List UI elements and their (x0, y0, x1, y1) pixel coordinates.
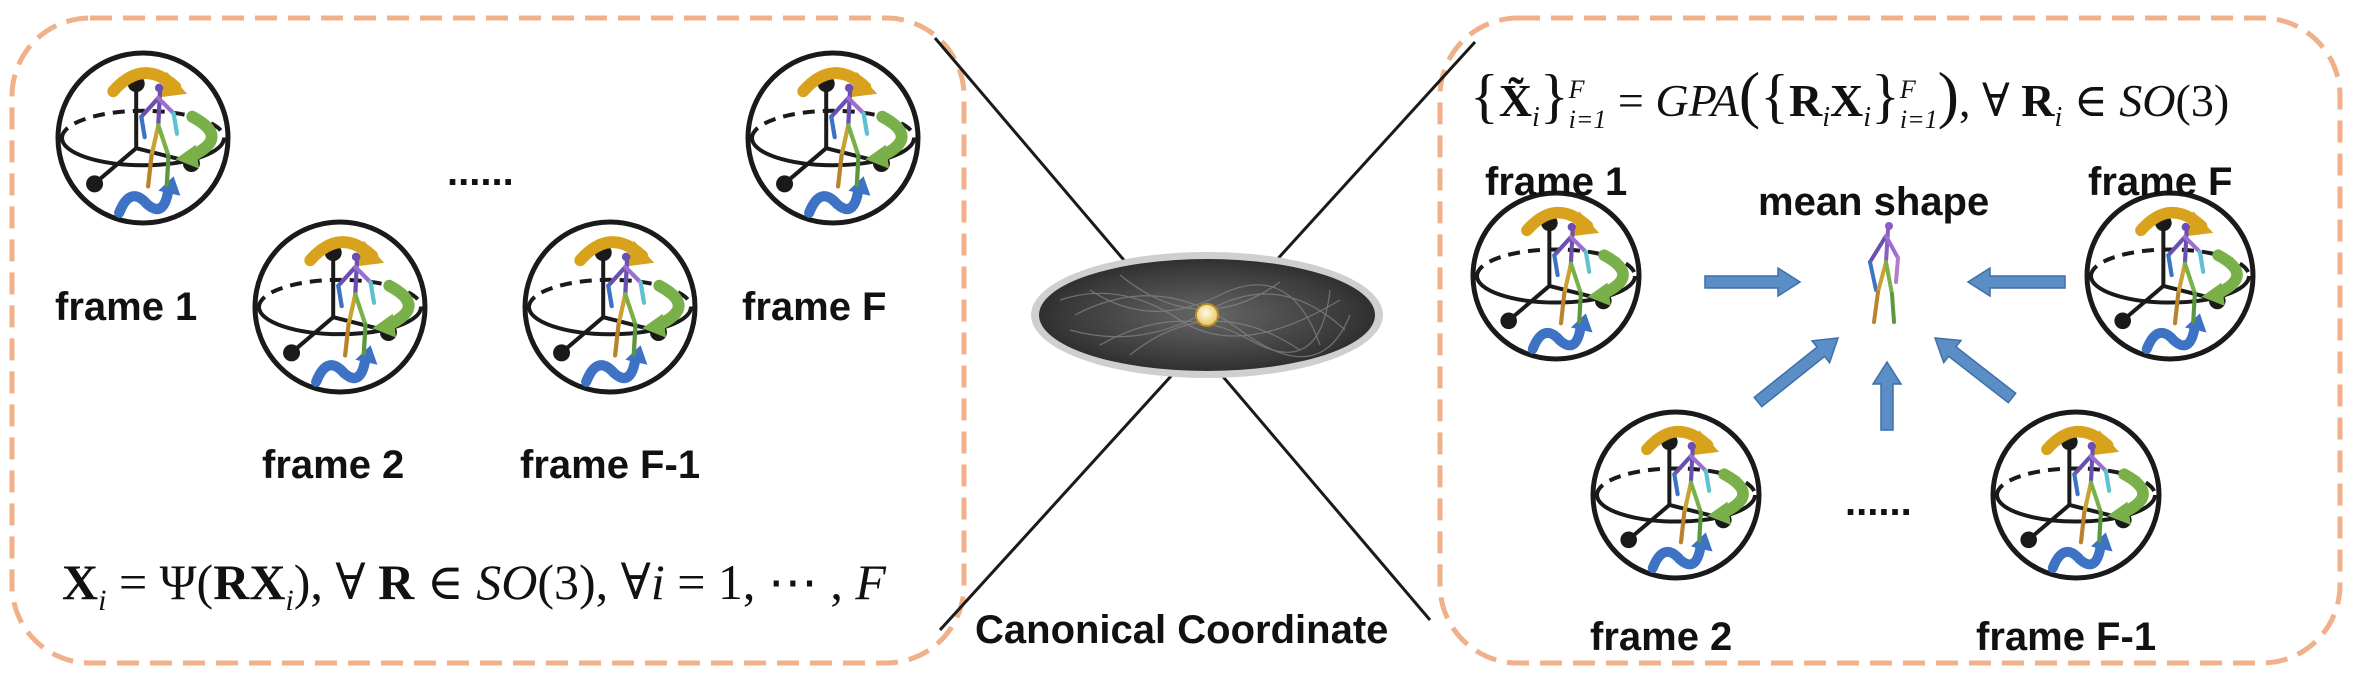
right-label-frame-1: frame 1 (1485, 160, 1628, 204)
left-panel (9, 15, 967, 666)
rf-so: SO (2119, 75, 2176, 126)
formula-in: ∈ (414, 554, 477, 610)
mean-shape-arrows (1704, 266, 2066, 431)
right-sphere-frame-F (2084, 190, 2256, 362)
arrow-from-frame-F-1 (1933, 337, 2017, 404)
left-sphere-frame-1 (55, 50, 231, 226)
formula-so: SO (476, 554, 538, 610)
rf-brace2-close: } (1871, 63, 1900, 129)
formula-r-symbol: R (213, 554, 250, 610)
formula-psi: = Ψ( (106, 554, 214, 610)
formula-x-symbol: X (62, 554, 99, 610)
left-label-frame-F: frame F (742, 285, 887, 329)
rf-in: ∈ (2062, 75, 2120, 126)
rf-three: (3) (2175, 75, 2230, 126)
rf-paren-open: ( (1738, 59, 1761, 130)
left-dots: ...... (447, 150, 514, 194)
formula-r2-symbol: R (378, 554, 415, 610)
canonical-coordinate-label: Canonical Coordinate (975, 608, 1389, 652)
canonical-ellipse (1031, 252, 1383, 378)
left-label-frame-2: frame 2 (262, 443, 405, 487)
arrow-from-frame-1 (1704, 266, 1802, 298)
left-sphere-frame-F (745, 50, 921, 226)
rf-r: R (1789, 75, 1823, 126)
rf-sup-F2: F (1899, 75, 1916, 105)
mean-shape-skeleton (1868, 222, 1900, 324)
rf-eq: = (1606, 75, 1656, 126)
formula-x2-symbol: X (249, 554, 286, 610)
right-sphere-frame-2 (1590, 409, 1762, 581)
canonical-origin-dot (1195, 303, 1219, 327)
formula-F: F (855, 554, 886, 610)
right-sphere-frame-1 (1470, 190, 1642, 362)
left-label-frame-1: frame 1 (55, 285, 198, 329)
rf-range2: i=1 (1899, 105, 1938, 135)
arrow-from-frame-2 (1753, 337, 1840, 408)
rf-range: i=1 (1568, 105, 1607, 135)
right-label-frame-2: frame 2 (1590, 615, 1733, 659)
mean-shape-label: mean shape (1758, 180, 1990, 224)
rf-brace-open: { (1470, 63, 1499, 129)
formula-x2-subscript: i (285, 584, 294, 617)
arrow-from-frame-F (1966, 266, 2066, 298)
rf-x2-sub: i (1863, 102, 1872, 134)
formula-tail: = 1, ⋯ , (664, 554, 856, 610)
right-dots: ...... (1845, 480, 1912, 524)
formula-rest: (3), ∀ (537, 554, 651, 610)
rf-brace2-open: { (1760, 63, 1789, 129)
formula-x-subscript: i (98, 584, 107, 617)
right-panel (1437, 15, 2343, 666)
rf-r3: R (2021, 75, 2055, 126)
left-sphere-frame-F-1 (522, 219, 698, 395)
formula-forall: ), ∀ (293, 554, 379, 610)
rf-x2: X (1830, 75, 1864, 126)
rf-x-tilde: X̃ (1498, 75, 1533, 126)
left-formula: Xi = Ψ(RXi), ∀ R ∈ SO(3), ∀i = 1, ⋯ , F (62, 553, 886, 618)
rf-x-sub: i (1532, 102, 1540, 134)
rf-brace-close: } (1539, 63, 1569, 129)
left-sphere-frame-2 (252, 219, 428, 395)
rf-paren-close: ) (1937, 59, 1959, 130)
rf-forall: , ∀ (1958, 75, 2022, 126)
arrow-from-middle (1871, 360, 1903, 431)
right-label-frame-F-1: frame F-1 (1976, 615, 2157, 659)
formula-i-var: i (650, 554, 665, 610)
right-label-frame-F: frame F (2088, 160, 2233, 204)
rf-gpa: GPA (1655, 75, 1739, 126)
right-sphere-frame-F-1 (1990, 409, 2162, 581)
rf-sup-F: F (1568, 75, 1585, 105)
left-label-frame-F-1: frame F-1 (520, 443, 701, 487)
